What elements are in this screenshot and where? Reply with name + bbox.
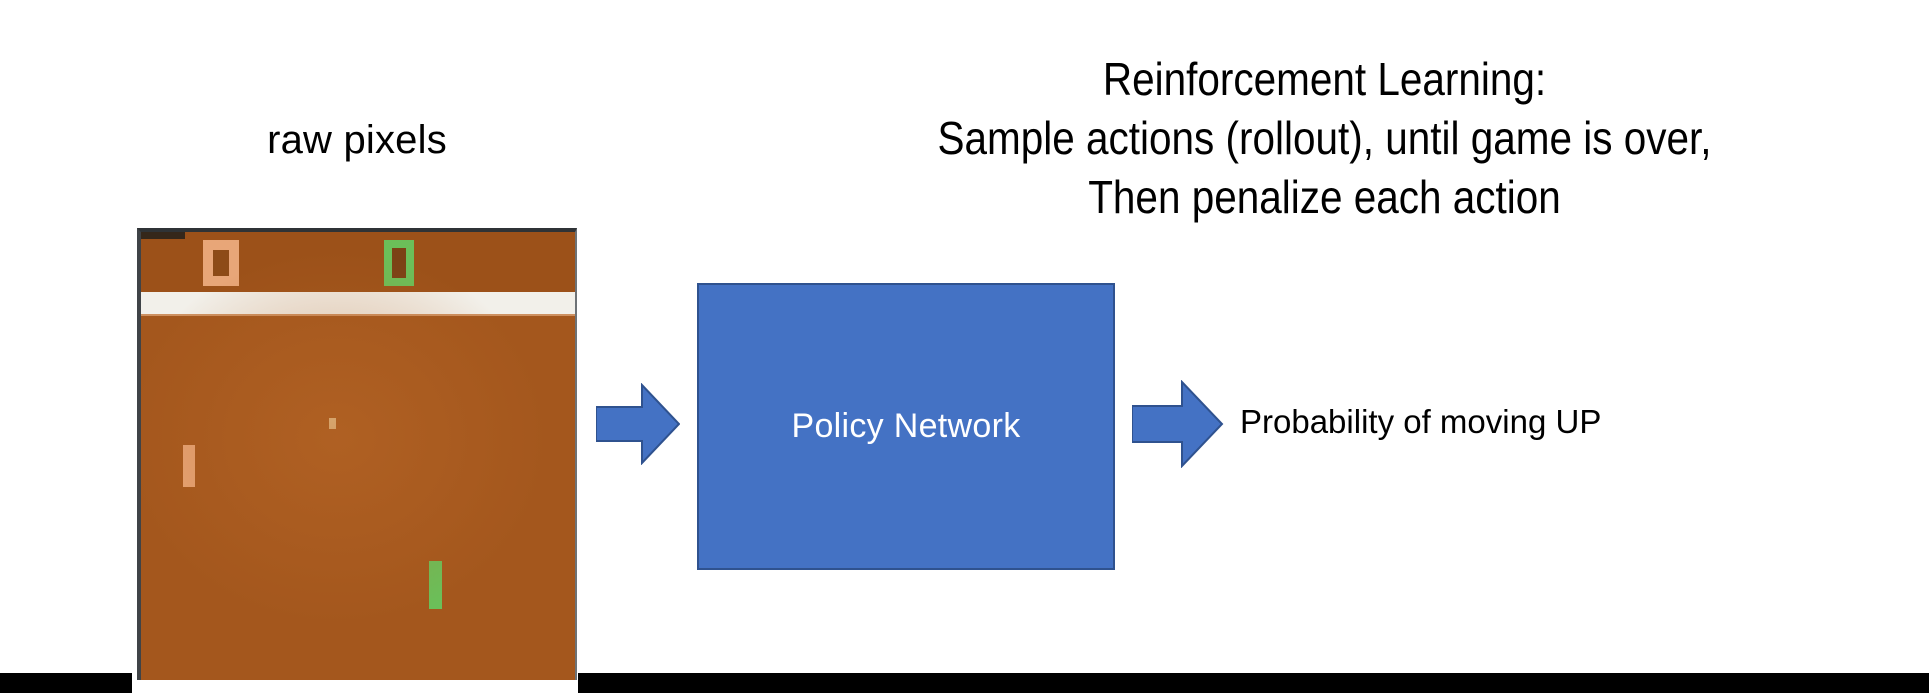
raw-pixels-caption: raw pixels bbox=[267, 118, 447, 162]
right-arrow-icon bbox=[1132, 380, 1224, 468]
right-arrow-icon bbox=[596, 383, 680, 465]
pong-game-screen bbox=[137, 228, 577, 680]
pong-opponent-paddle bbox=[183, 445, 195, 487]
pong-divider-stripe bbox=[141, 292, 575, 314]
pong-score-left-digit-hole bbox=[213, 250, 229, 276]
pong-score-right-digit-hole bbox=[392, 248, 406, 278]
bottom-bar-left bbox=[0, 673, 132, 693]
headline-block: Reinforcement Learning: Sample actions (… bbox=[720, 50, 1929, 227]
pong-agent-paddle bbox=[429, 561, 442, 609]
bottom-bar-right bbox=[578, 673, 1929, 693]
headline-line-1: Reinforcement Learning: bbox=[1102, 53, 1547, 105]
policy-network-label: Policy Network bbox=[791, 407, 1021, 445]
headline-line-3: Then penalize each action bbox=[1088, 170, 1561, 223]
pong-corner-notch bbox=[141, 232, 185, 239]
pong-ball bbox=[329, 418, 336, 429]
headline-line-2: Sample actions (rollout), until game is … bbox=[937, 111, 1712, 164]
output-probability-label: Probability of moving UP bbox=[1240, 403, 1602, 440]
policy-network-box: Policy Network bbox=[697, 283, 1115, 570]
